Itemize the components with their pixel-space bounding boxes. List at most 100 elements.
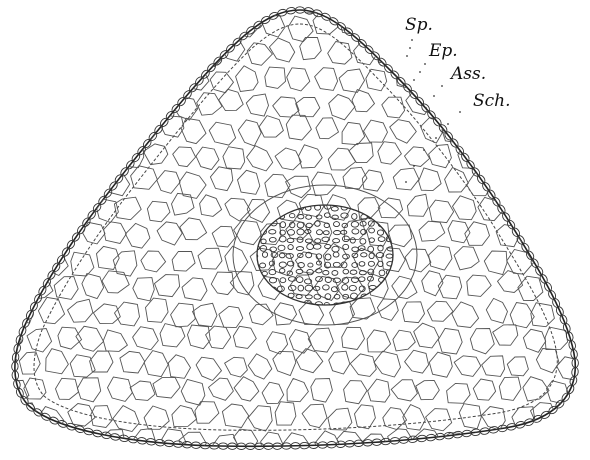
parenchyma-cell xyxy=(286,115,311,140)
parenchyma-cell xyxy=(560,89,585,112)
parenchyma-cell xyxy=(23,168,48,192)
parenchyma-cell xyxy=(536,0,559,14)
parenchyma-cell xyxy=(559,40,583,62)
parenchyma-cell xyxy=(508,91,530,112)
parenchyma-cell xyxy=(0,198,13,223)
parenchyma-cell xyxy=(210,167,232,191)
parenchyma-cell xyxy=(493,168,518,193)
bundle-cell xyxy=(288,245,293,250)
parenchyma-cell xyxy=(516,12,542,36)
parenchyma-cell xyxy=(287,378,308,401)
bundle-cell xyxy=(316,269,322,273)
parenchyma-cell xyxy=(18,43,43,69)
parenchyma-cell xyxy=(142,45,168,68)
parenchyma-cell xyxy=(54,277,78,300)
parenchyma-cell xyxy=(329,94,355,119)
bundle-cell xyxy=(332,271,338,276)
bundle-cell xyxy=(334,231,341,235)
parenchyma-cell xyxy=(102,271,129,293)
label-sch: Sch. xyxy=(473,91,511,111)
bundle-cell xyxy=(350,238,355,243)
bundle-cell xyxy=(369,206,375,211)
parenchyma-cell xyxy=(206,326,231,349)
bundle-cell xyxy=(270,206,276,210)
parenchyma-cell xyxy=(540,248,563,270)
bundle-cell xyxy=(280,278,286,283)
parenchyma-cell xyxy=(454,356,481,377)
parenchyma-cell xyxy=(157,171,180,194)
parenchyma-cell xyxy=(196,147,219,170)
parenchyma-cell xyxy=(238,120,261,146)
bundle-cell xyxy=(352,247,359,252)
bundle-cell xyxy=(279,253,285,258)
parenchyma-cell xyxy=(196,357,221,380)
parenchyma-cell xyxy=(0,0,7,15)
bundle-cell xyxy=(269,237,276,242)
bundle-cell xyxy=(287,238,294,242)
bundle-cell xyxy=(369,253,374,259)
parenchyma-cell xyxy=(182,278,207,301)
bundle-cell xyxy=(307,244,314,250)
parenchyma-cell xyxy=(429,200,453,223)
parenchyma-cell xyxy=(222,0,246,13)
parenchyma-cell xyxy=(114,197,141,220)
parenchyma-cell xyxy=(27,329,52,353)
bundle-cell xyxy=(332,246,339,252)
parenchyma-cell xyxy=(509,146,532,170)
parenchyma-cell xyxy=(446,16,466,41)
parenchyma-cell xyxy=(493,13,516,35)
parenchyma-cell xyxy=(184,14,207,37)
bundle-cell xyxy=(323,231,329,235)
parenchyma-cell xyxy=(313,13,338,35)
parenchyma-cell xyxy=(219,89,244,110)
parenchyma-cell xyxy=(315,276,340,300)
parenchyma-cell xyxy=(24,378,46,399)
parenchyma-cell xyxy=(248,354,272,379)
bundle-cell xyxy=(352,214,357,220)
parenchyma-cell xyxy=(557,357,580,380)
parenchyma-cell xyxy=(0,298,10,320)
parenchyma-cell xyxy=(171,303,196,327)
parenchyma-cell xyxy=(328,148,355,170)
parenchyma-cell xyxy=(312,172,337,196)
parenchyma-cell xyxy=(131,166,158,190)
parenchyma-cell xyxy=(246,0,267,15)
parenchyma-cell xyxy=(27,433,52,453)
parenchyma-cell xyxy=(68,299,93,322)
parenchyma-cell xyxy=(465,222,490,246)
parenchyma-cell xyxy=(328,408,352,430)
parenchyma-cell xyxy=(66,197,86,221)
parenchyma-cell xyxy=(233,326,256,348)
bundle-cell xyxy=(323,271,329,275)
parenchyma-cell xyxy=(46,349,69,374)
bundle-cell xyxy=(333,239,340,243)
parenchyma-cell xyxy=(0,13,23,33)
parenchyma-cell xyxy=(262,382,284,403)
parenchyma-cell xyxy=(247,43,272,66)
parenchyma-cell xyxy=(344,381,367,404)
bundle-cell xyxy=(306,215,312,219)
bundle-cell xyxy=(298,285,304,291)
bundle-cell xyxy=(252,294,259,298)
parenchyma-cell xyxy=(0,41,12,65)
parenchyma-cell xyxy=(356,0,379,13)
parenchyma-cell xyxy=(416,67,442,93)
parenchyma-cell xyxy=(427,301,453,321)
parenchyma-cell xyxy=(494,119,519,144)
parenchyma-cell xyxy=(520,171,546,190)
parenchyma-cell xyxy=(377,299,398,321)
bundle-cell xyxy=(368,261,374,266)
parenchyma-cell xyxy=(0,431,24,455)
bundle-cell xyxy=(269,230,276,234)
parenchyma-cell xyxy=(551,63,576,86)
label-ep: Ep. xyxy=(428,41,458,61)
parenchyma-cell xyxy=(296,98,320,117)
bundle-cell xyxy=(379,285,385,290)
parenchyma-cell xyxy=(249,304,273,325)
parenchyma-cell xyxy=(76,67,102,87)
parenchyma-cell xyxy=(80,434,105,454)
bundle-cell xyxy=(333,278,340,283)
bundle-cell xyxy=(352,277,359,283)
parenchyma-cell xyxy=(406,0,433,10)
bundle-cell xyxy=(296,247,303,251)
